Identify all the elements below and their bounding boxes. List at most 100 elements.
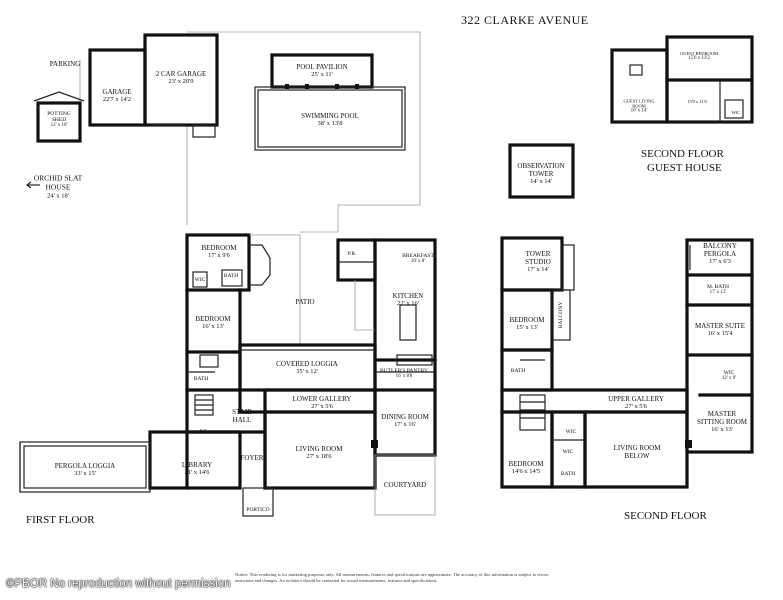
room-patio: PATIO (295, 298, 314, 306)
room-name: LOWER GALLERY (292, 395, 352, 403)
room-wic-c: WIC (566, 429, 577, 435)
room-name: PATIO (295, 298, 315, 306)
room-bath-a: BATH (224, 273, 238, 279)
room-stair-hall: STAIR HALL (231, 408, 253, 424)
room-portico: PORTICO (246, 507, 269, 513)
room-name: SWIMMING POOL (301, 112, 359, 120)
room-name: BEDROOM (195, 315, 231, 323)
room-dim: 16' x 8'8 (395, 374, 413, 379)
room-dim: 38' x 13'8 (317, 120, 343, 127)
room-dim: 22'7 x 14'2 (102, 96, 132, 103)
room-dim: 12' x 10' (50, 123, 68, 128)
room-dim: 15'6 x 13'2 (688, 56, 710, 61)
room-name: GARAGE (102, 88, 132, 96)
room-name: BALCONY PERGOLA (703, 242, 737, 258)
room-dim: 16' x 13' (202, 323, 224, 330)
room-name: 2 CAR GARAGE (155, 70, 207, 78)
room-name: LIVING ROOM (295, 445, 343, 453)
room-dim: 17' x 16' (394, 421, 416, 428)
room-name: UPPER GALLERY (608, 395, 664, 403)
room-dim: 16' x 14' (630, 108, 648, 114)
second-floor-walls (500, 236, 754, 489)
room-name: ORCHID SLAT HOUSE (33, 173, 83, 192)
room-dim: 27' x 5'6 (311, 403, 333, 410)
guest-floor-label-1: SECOND FLOOR (641, 148, 724, 160)
room-dim: 35' x 12' (296, 368, 318, 375)
room-dim: 24' x 18' (47, 192, 69, 200)
room-foyer: FOYER (241, 454, 264, 462)
room-name: POOL PAVILION (296, 63, 348, 71)
room-dim: 15'9 x 11'6 (687, 99, 707, 104)
room-dim: 15' x 13' (516, 324, 538, 331)
room-name: WIC (723, 370, 735, 376)
room-dim: 14'6 x 14'5 (511, 468, 541, 475)
room-name: WIC (194, 277, 206, 283)
room-name: DINING ROOM (381, 413, 429, 421)
room-name: P.R. (199, 429, 209, 435)
room-name: BATH (560, 471, 576, 477)
first-floor-label: FIRST FLOOR (26, 514, 95, 526)
observation-tower-outline (508, 143, 575, 199)
room-name: MASTER SUITE (695, 322, 745, 330)
room-name: WIC (562, 449, 574, 455)
room-name: BALCONY (558, 301, 564, 329)
pool-area (254, 53, 406, 151)
room-name: BATH (193, 376, 209, 382)
room-name: BREAKFAST (402, 253, 434, 259)
room-bath-b: BATH (194, 376, 208, 382)
room-name: FOYER (240, 454, 264, 462)
room-bath-c: BATH (511, 368, 525, 374)
first-floor-walls (19, 233, 437, 517)
room-name: TOWER STUDIO (525, 250, 551, 266)
room-name: STAIR HALL (232, 408, 252, 424)
room-name: BEDROOM (509, 316, 545, 324)
room-name: KITCHEN (392, 292, 424, 300)
room-dim: 16' x 15'4 (707, 330, 733, 337)
room-wic-d: WIC (563, 449, 574, 455)
room-wic-a: WIC (195, 277, 206, 283)
room-dim: 12' x 9' (721, 376, 737, 381)
room-courtyard: COURTYARD (384, 481, 426, 489)
room-pr-first: P.R. (200, 429, 209, 435)
room-dim: 25' x 11' (311, 71, 333, 78)
room-name: GUEST BEDROOM (679, 51, 719, 56)
room-name: BATH (510, 368, 526, 374)
room-name: GUEST LIVING ROOM (623, 98, 655, 109)
room-guest-room3: 15'9 x 11'6 (687, 99, 706, 105)
room-name: COVERED LOGGIA (276, 360, 338, 368)
room-name: PORTICO (246, 507, 270, 513)
guest-floor-label-2: GUEST HOUSE (647, 162, 722, 174)
garage-block (88, 33, 219, 138)
room-guest-wic: WIC (732, 110, 741, 116)
room-name: BUTLER'S PANTRY (379, 368, 429, 374)
room-dim: 10' x 8' (410, 259, 426, 264)
room-name: LIVING ROOM BELOW (613, 444, 661, 460)
room-name: MASTER SITTING ROOM (697, 410, 747, 426)
